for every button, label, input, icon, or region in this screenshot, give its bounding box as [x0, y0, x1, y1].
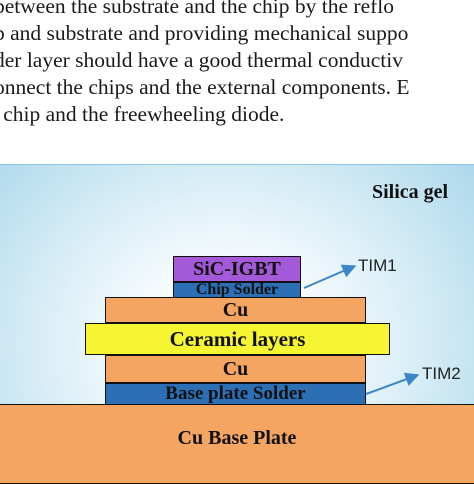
text-line: ' chip and the freewheeling diode. — [0, 102, 285, 126]
cu-bottom-layer: Cu — [105, 355, 366, 383]
base-plate-solder-layer: Base plate Solder — [105, 383, 366, 405]
callout-arrows — [303, 264, 420, 395]
text-line: onnect the chips and the external compon… — [0, 75, 410, 99]
ceramic-layer: Ceramic layers — [85, 323, 390, 355]
text-line: p and substrate and providing mechanical… — [0, 21, 409, 45]
body-text-paragraph: between the substrate and the chip by th… — [0, 0, 474, 128]
sic-igbt-layer: SiC-IGBT — [173, 256, 301, 282]
tim1-label: TIM1 — [358, 256, 397, 275]
cu-top-layer: Cu — [105, 297, 366, 323]
cu-base-plate-layer: Cu Base Plate — [0, 404, 474, 484]
silica-gel-label: Silica gel — [372, 181, 449, 203]
text-line: between the substrate and the chip by th… — [0, 0, 394, 18]
tim1-arrow — [303, 264, 357, 289]
text-line: der layer should have a good thermal con… — [0, 48, 403, 72]
tim2-arrow — [365, 372, 420, 395]
tim2-label: TIM2 — [422, 364, 461, 383]
